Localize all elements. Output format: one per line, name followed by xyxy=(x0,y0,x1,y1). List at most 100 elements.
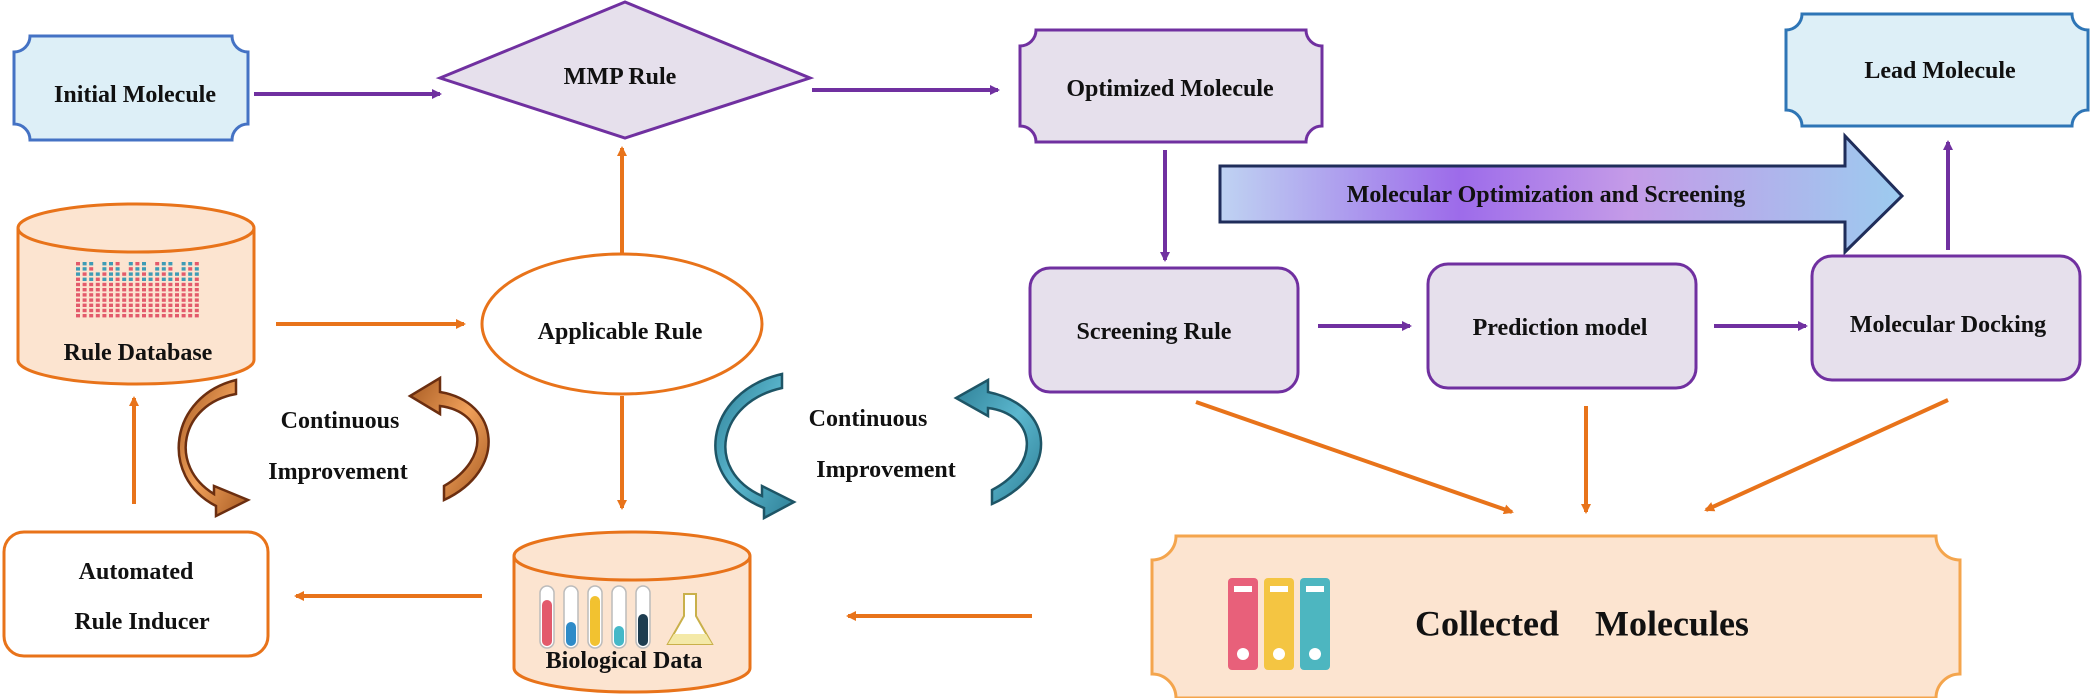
grid-dot xyxy=(161,267,166,271)
grid-dot xyxy=(128,298,133,302)
grid-dot xyxy=(76,262,80,266)
grid-dot xyxy=(161,272,166,276)
grid-dot xyxy=(155,308,160,313)
grid-dot xyxy=(181,277,186,281)
grid-dot xyxy=(89,267,94,271)
grid-dot xyxy=(175,272,179,276)
prediction-model-box xyxy=(1426,262,1698,390)
binders-icon xyxy=(1228,578,1330,670)
grid-dot xyxy=(76,272,80,276)
grid-dot xyxy=(161,282,166,287)
optimized-molecule-box xyxy=(1018,28,1324,144)
grid-dot xyxy=(181,308,186,313)
grid-dot xyxy=(102,314,107,318)
grid-dot xyxy=(135,267,140,271)
grid-dot xyxy=(115,293,120,297)
grid-dot xyxy=(82,272,87,276)
grid-dot xyxy=(115,314,120,318)
grid-dot xyxy=(109,288,113,292)
grid-dot xyxy=(188,293,193,297)
grid-dot xyxy=(142,303,146,307)
grid-dot xyxy=(168,298,173,302)
grid-dot xyxy=(155,282,160,287)
grid-dot xyxy=(89,262,94,266)
grid-dot xyxy=(76,298,80,302)
grid-dot xyxy=(168,267,173,271)
grid-dot xyxy=(168,282,173,287)
grid-dot xyxy=(122,282,127,287)
grid-dot xyxy=(168,303,173,307)
arrow-docking-to-collected xyxy=(1704,398,1949,512)
grid-dot xyxy=(155,277,160,281)
grid-dot xyxy=(109,314,113,318)
grid-dot xyxy=(175,314,179,318)
grid-dot xyxy=(122,308,127,313)
optimized-molecule-label: Optimized Molecule xyxy=(1066,76,1274,103)
grid-dot xyxy=(102,293,107,297)
test-tubes-icon xyxy=(539,585,651,649)
grid-dot xyxy=(95,288,100,292)
grid-dot xyxy=(102,267,107,271)
grid-dot xyxy=(82,293,87,297)
grid-dot xyxy=(102,277,107,281)
grid-dot xyxy=(188,282,193,287)
left-cycle-label-line2: Improvement xyxy=(268,459,408,486)
grid-dot xyxy=(142,267,146,271)
grid-dot xyxy=(122,272,127,276)
grid-dot xyxy=(102,308,107,313)
grid-dot xyxy=(95,282,100,287)
grid-dot xyxy=(175,282,179,287)
grid-dot xyxy=(102,298,107,302)
grid-dot xyxy=(155,267,160,271)
grid-dot xyxy=(95,272,100,276)
grid-dot xyxy=(102,262,107,266)
grid-dot xyxy=(194,293,199,297)
grid-dot xyxy=(109,272,113,276)
grid-dot xyxy=(142,314,146,318)
arrow-screening-to-collected xyxy=(1195,400,1514,515)
molecular-docking-label: Molecular Docking xyxy=(1849,312,2047,339)
left-cycle-label-line1: Continuous xyxy=(280,408,400,435)
grid-dot xyxy=(82,262,87,266)
grid-dot xyxy=(168,288,173,292)
grid-dot xyxy=(135,293,140,297)
grid-dot xyxy=(95,314,100,318)
grid-dot xyxy=(175,288,179,292)
collected-molecules-label: Collected Molecules xyxy=(1415,603,1749,644)
grid-dot xyxy=(181,288,186,292)
grid-dot xyxy=(148,293,153,297)
initial-molecule-label: Initial Molecule xyxy=(54,82,216,109)
grid-dot xyxy=(188,277,193,281)
right-cycle-label-line1: Continuous xyxy=(808,406,928,433)
grid-dot xyxy=(181,267,186,271)
grid-dot xyxy=(194,277,199,281)
grid-dot xyxy=(95,303,100,307)
grid-dot xyxy=(188,262,193,266)
grid-dot xyxy=(181,314,186,318)
rule-database-label: Rule Database xyxy=(63,340,213,367)
grid-dot xyxy=(89,303,94,307)
grid-dot xyxy=(188,272,193,276)
grid-dot xyxy=(168,277,173,281)
grid-dot xyxy=(115,308,120,313)
grid-dot xyxy=(188,303,193,307)
grid-dot xyxy=(128,288,133,292)
grid-dot xyxy=(128,314,133,318)
grid-dot xyxy=(89,293,94,297)
grid-dot xyxy=(148,314,153,318)
grid-dot xyxy=(89,298,94,302)
grid-dot xyxy=(128,303,133,307)
grid-dot xyxy=(155,314,160,318)
left-cycle-icon xyxy=(177,375,490,519)
screening-rule-label: Screening Rule xyxy=(1076,319,1232,346)
grid-dot xyxy=(188,288,193,292)
grid-dot xyxy=(181,298,186,302)
grid-dot xyxy=(175,277,179,281)
grid-dot xyxy=(142,282,146,287)
grid-dot xyxy=(109,308,113,313)
grid-dot xyxy=(109,277,113,281)
grid-dot xyxy=(194,288,199,292)
grid-dot xyxy=(161,288,166,292)
grid-dot xyxy=(128,277,133,281)
